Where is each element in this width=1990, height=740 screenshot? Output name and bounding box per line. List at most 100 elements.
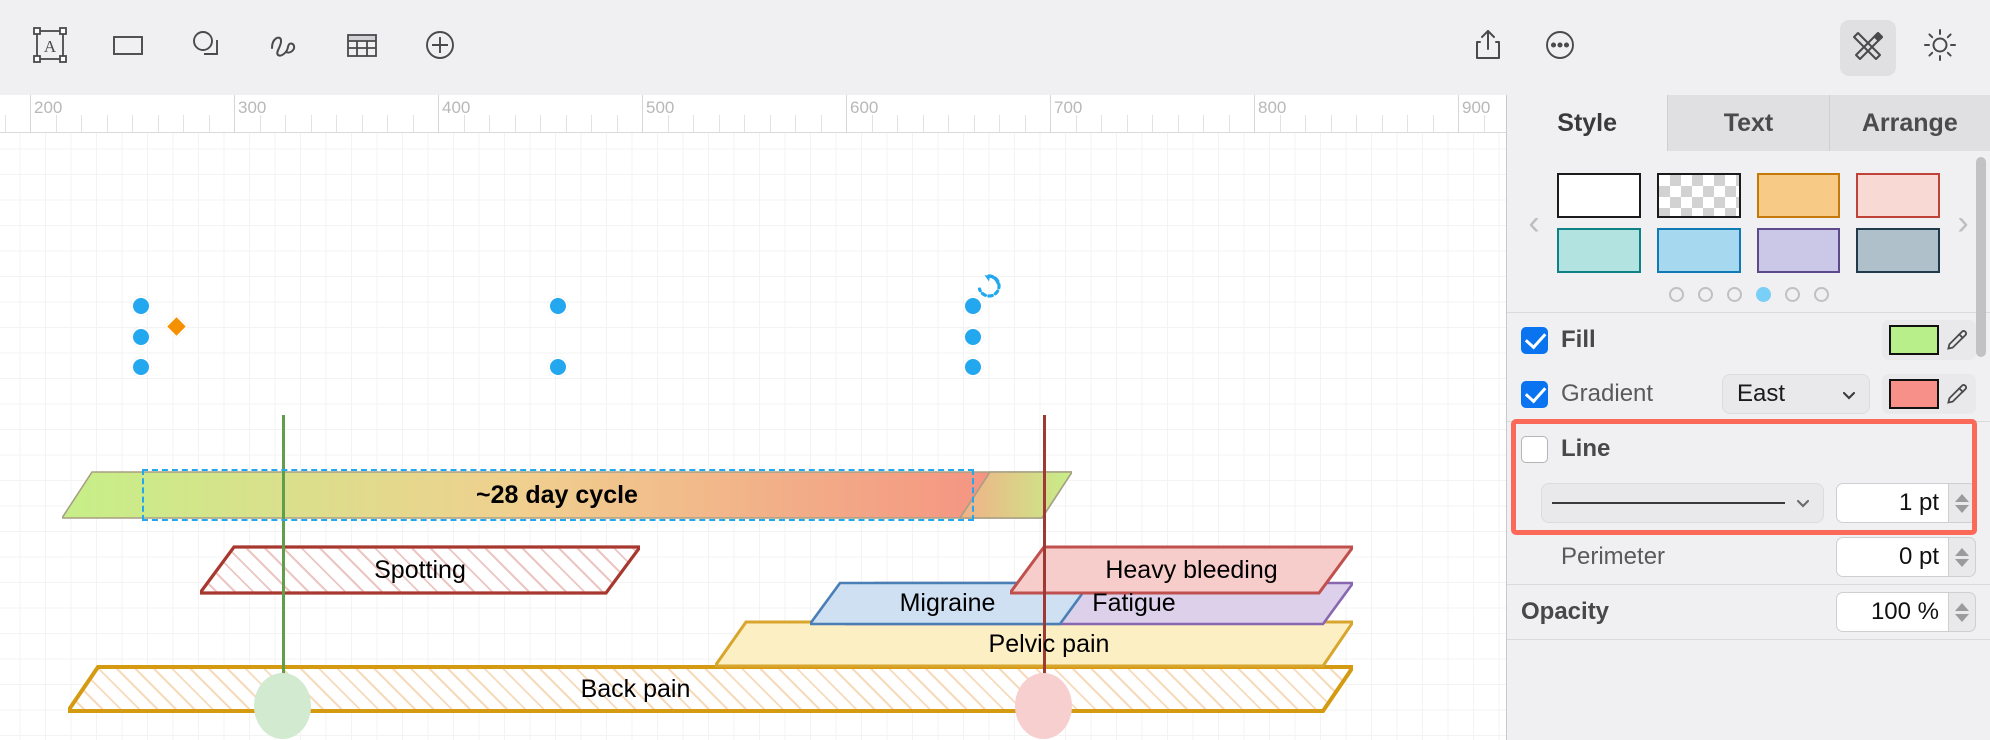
shapes-tool[interactable] xyxy=(178,20,234,76)
more-button[interactable] xyxy=(1532,20,1588,76)
swatch-orange[interactable] xyxy=(1756,173,1841,218)
share-button[interactable] xyxy=(1460,20,1516,76)
selection-handle-top-center[interactable] xyxy=(548,296,568,316)
swatch-page-dot-1[interactable] xyxy=(1668,287,1684,302)
line-width-stepper-buttons[interactable] xyxy=(1948,483,1976,523)
appearance-button[interactable] xyxy=(1912,20,1968,76)
fill-eyedropper-icon[interactable] xyxy=(1945,328,1969,352)
perimeter-input[interactable]: 0 pt xyxy=(1836,537,1948,577)
line-style-select[interactable] xyxy=(1541,483,1824,523)
ovulation-marker[interactable] xyxy=(254,673,311,739)
selection-handle-top-right[interactable] xyxy=(963,296,983,316)
table-tool[interactable] xyxy=(334,20,390,76)
ruler-minor-tick xyxy=(1305,115,1306,132)
freehand-tool[interactable] xyxy=(256,20,312,76)
tab-style[interactable]: Style xyxy=(1507,95,1669,151)
format-button[interactable] xyxy=(1840,19,1896,76)
inspector-scrollbar[interactable] xyxy=(1976,157,1986,357)
swatch-blue[interactable] xyxy=(1656,228,1741,273)
swatch-teal[interactable] xyxy=(1557,228,1641,273)
heavy-bleeding-shape xyxy=(1010,545,1353,595)
menstruation-marker[interactable] xyxy=(1015,673,1072,739)
swatch-purple[interactable] xyxy=(1756,228,1841,273)
swatch-page-dot-2[interactable] xyxy=(1697,287,1713,302)
swatch-slate[interactable] xyxy=(1856,228,1940,273)
ruler-label: 200 xyxy=(34,98,63,117)
line-width-decrease-icon[interactable] xyxy=(1955,504,1969,513)
selection-handle-mid-left[interactable] xyxy=(131,327,151,347)
fill-color-chip[interactable] xyxy=(1889,325,1939,355)
swatch-page-dot-3[interactable] xyxy=(1726,287,1742,302)
opacity-input[interactable]: 100 % xyxy=(1836,592,1948,632)
perimeter-increase-icon[interactable] xyxy=(1955,547,1969,556)
inspector-tabbar: Style Text Arrange xyxy=(1507,95,1990,151)
ovulation-stem xyxy=(282,415,285,730)
ruler-minor-tick xyxy=(361,115,363,132)
swatch-prev-button[interactable]: ‹ xyxy=(1528,203,1540,242)
gradient-eyedropper-icon[interactable] xyxy=(1945,382,1969,406)
gradient-color-chip[interactable] xyxy=(1889,379,1939,409)
swatch-page-dot-4[interactable] xyxy=(1755,287,1771,302)
line-checkbox[interactable] xyxy=(1521,435,1548,463)
perimeter-stepper[interactable]: 0 pt xyxy=(1836,537,1976,577)
swatch-page-dot-5[interactable] xyxy=(1784,287,1800,302)
ruler-major-tick xyxy=(1254,95,1255,132)
ruler-minor-tick xyxy=(718,115,720,132)
rectangle-tool[interactable] xyxy=(100,20,156,76)
rotation-handle[interactable] xyxy=(974,271,1004,306)
rectangle-icon xyxy=(109,26,147,69)
selection-handle-bottom-left[interactable] xyxy=(131,357,151,377)
swatch-white[interactable] xyxy=(1557,173,1641,218)
gradient-direction-value: East xyxy=(1737,380,1786,407)
swatch-next-button[interactable]: › xyxy=(1957,203,1969,242)
line-width-input[interactable]: 1 pt xyxy=(1836,483,1948,523)
selection-handle-mid-right[interactable] xyxy=(963,327,983,347)
opacity-decrease-icon[interactable] xyxy=(1955,613,1969,622)
add-tool[interactable] xyxy=(412,20,468,76)
band-heavy-bleeding[interactable]: Heavy bleeding xyxy=(1010,545,1353,595)
opacity-increase-icon[interactable] xyxy=(1955,602,1969,611)
perimeter-decrease-icon[interactable] xyxy=(1955,558,1969,567)
opacity-stepper-buttons[interactable] xyxy=(1948,592,1976,632)
toolbar-left-group: A xyxy=(22,20,468,76)
line-style-row: 1 pt xyxy=(1507,476,1990,530)
swatch-pink[interactable] xyxy=(1856,173,1940,218)
fill-row: Fill xyxy=(1507,313,1990,367)
line-width-stepper[interactable]: 1 pt xyxy=(1836,483,1976,523)
ruler-minor-tick xyxy=(259,115,261,132)
ruler-minor-tick xyxy=(1279,115,1281,132)
opacity-stepper[interactable]: 100 % xyxy=(1836,592,1976,632)
ruler-minor-tick xyxy=(1177,115,1179,132)
ruler-minor-tick xyxy=(540,115,541,132)
fill-checkbox[interactable] xyxy=(1521,326,1548,354)
inspector-panel: Style Text Arrange ‹ › xyxy=(1506,95,1990,740)
band-cycle-tail[interactable] xyxy=(960,471,1072,519)
ruler-minor-tick xyxy=(514,115,516,132)
perimeter-stepper-buttons[interactable] xyxy=(1948,537,1976,577)
tab-arrange[interactable]: Arrange xyxy=(1829,95,1990,151)
band-pelvic-pain[interactable]: Pelvic pain xyxy=(715,620,1353,668)
swatch-page-dot-6[interactable] xyxy=(1813,287,1829,302)
swatch-transparent[interactable] xyxy=(1656,173,1741,218)
line-width-increase-icon[interactable] xyxy=(1955,493,1969,502)
selection-handle-bottom-center[interactable] xyxy=(548,357,568,377)
gradient-direction-select[interactable]: East xyxy=(1722,374,1870,414)
canvas-grid[interactable]: Back pain Pelvic pain Fatigue xyxy=(0,133,1506,740)
gradient-checkbox[interactable] xyxy=(1521,380,1548,408)
ruler-minor-tick xyxy=(336,115,337,132)
skew-handle[interactable] xyxy=(164,314,189,339)
selection-handle-bottom-right[interactable] xyxy=(963,357,983,377)
band-cycle[interactable]: ~28 day cycle xyxy=(62,471,1072,519)
svg-text:A: A xyxy=(44,37,57,56)
menstruation-stem xyxy=(1043,415,1046,730)
band-spotting[interactable]: Spotting xyxy=(200,545,640,595)
ruler-minor-tick xyxy=(1483,115,1485,132)
text-box-tool[interactable]: A xyxy=(22,20,78,76)
tab-text[interactable]: Text xyxy=(1668,95,1830,151)
selection-handle-top-left[interactable] xyxy=(131,296,151,316)
fill-color-well[interactable] xyxy=(1882,320,1976,360)
gradient-color-well[interactable] xyxy=(1882,374,1976,414)
